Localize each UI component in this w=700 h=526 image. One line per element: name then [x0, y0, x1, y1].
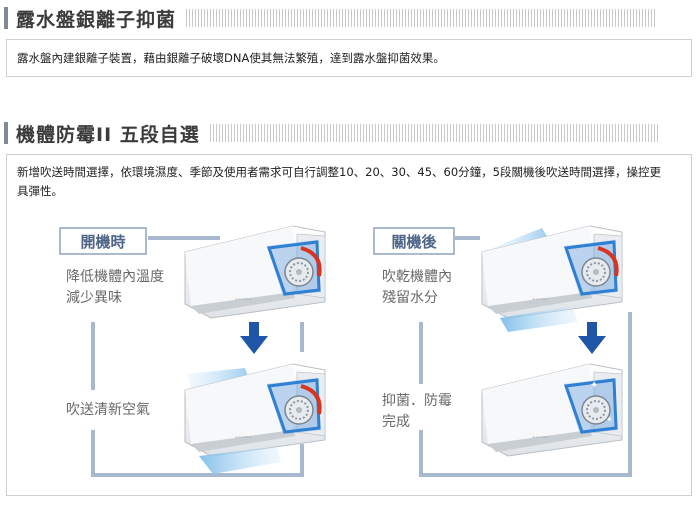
on-step2-text: 吹送清新空氣 [66, 402, 150, 418]
on-step1-text-line2: 減少異味 [66, 289, 122, 306]
on-label-box [59, 227, 147, 255]
section2-title: 機體防霉II 五段自選 [16, 123, 200, 146]
off-step2-text-line2: 完成 [382, 414, 410, 430]
off-step2-text-line1: 抑菌．防霉 [382, 393, 452, 409]
section1-title-bar [4, 7, 8, 29]
svg-text:✦: ✦ [590, 380, 598, 391]
ac-unit-on-1 [183, 224, 327, 320]
off-step1-text-line2: 殘留水分 [382, 289, 438, 306]
section1-box: 露水盤內建銀離子裝置，藉由銀離子破壞DNA使其無法繁殖，達到露水盤抑菌效果。 [6, 39, 692, 77]
section1-text: 露水盤內建銀離子裝置，藉由銀離子破壞DNA使其無法繁殖，達到露水盤抑菌效果。 [17, 51, 445, 65]
on-flow-frame [91, 236, 304, 477]
section1-header: 露水盤銀離子抑菌 [4, 6, 657, 31]
ac-unit-off-2: ✦ ✦ [480, 362, 624, 458]
on-step1-text-line1: 降低機體內溫度 [66, 269, 164, 285]
section2-title-stripes [209, 124, 658, 142]
down-arrow-off [578, 322, 606, 354]
off-flow-frame [419, 236, 632, 477]
ac-unit-off-1 [480, 224, 624, 332]
section2-header: 機體防霉II 五段自選 [4, 121, 658, 146]
off-step1-text-line1: 吹乾機體內 [382, 269, 452, 285]
off-label: 關機後 [391, 233, 437, 251]
section1-title-stripes [186, 9, 657, 27]
section1-title: 露水盤銀離子抑菌 [16, 8, 177, 31]
ac-unit-on-2 [183, 362, 327, 474]
down-arrow-on [240, 322, 268, 354]
section2-title-bar [4, 122, 8, 144]
on-label: 開機時 [80, 233, 125, 251]
svg-text:✦: ✦ [606, 415, 613, 424]
section2-text: 新增吹送時間選擇，依環境濕度、季節及使用者需求可自行調整10、20、30、45、… [17, 165, 661, 198]
off-label-box [373, 227, 455, 255]
